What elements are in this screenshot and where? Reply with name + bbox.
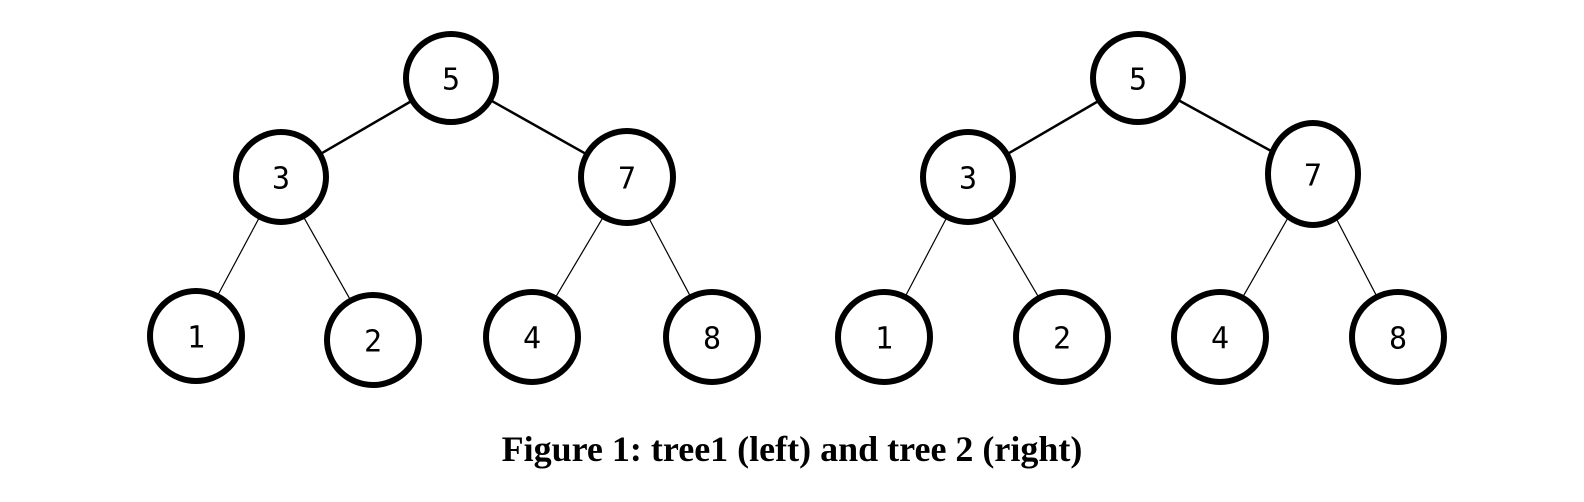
tree2-node-8: 8 xyxy=(1349,289,1447,385)
tree2-node-label: 1 xyxy=(875,322,893,357)
tree1-edge-n7-n4 xyxy=(554,216,605,299)
tree2-node-1: 1 xyxy=(835,289,933,385)
tree1-node-label: 7 xyxy=(618,162,636,197)
tree1-node-circle xyxy=(663,289,761,385)
tree1-node-1: 1 xyxy=(147,288,245,384)
tree1-node-circle xyxy=(324,292,422,388)
tree1-edge-n3-n1 xyxy=(216,216,261,297)
tree2-node-label: 8 xyxy=(1389,322,1407,357)
tree2-node-circle xyxy=(1090,31,1186,125)
tree1-edge-n5-n7 xyxy=(489,98,588,156)
tree1-edge-n7-n8 xyxy=(648,217,692,298)
tree1-node-circle xyxy=(578,128,676,226)
tree2-edge-n5-n3 xyxy=(1006,99,1100,156)
tree1-node-label: 5 xyxy=(442,63,460,98)
tree1-node-circle xyxy=(403,31,499,125)
tree1-node-7: 7 xyxy=(578,128,676,226)
tree1-edge-n5-n3 xyxy=(319,99,413,156)
tree1-node-4: 4 xyxy=(483,289,581,385)
tree1-node-3: 3 xyxy=(233,129,329,225)
tree1-node-2: 2 xyxy=(324,292,422,388)
tree1-edge-n3-n2 xyxy=(302,215,352,301)
tree1-node-5: 5 xyxy=(403,31,499,125)
tree2-node-label: 7 xyxy=(1304,159,1322,194)
tree2-node-circle xyxy=(1349,289,1447,385)
tree2-edge-n5-n7 xyxy=(1176,98,1274,153)
tree2-node-3: 3 xyxy=(920,129,1016,225)
tree1-node-label: 2 xyxy=(364,325,382,360)
tree1-node-label: 8 xyxy=(703,322,721,357)
tree2-group: 5 3 7 1 2 4 8 xyxy=(835,31,1447,385)
tree2-node-label: 5 xyxy=(1129,63,1147,98)
tree2-edge-n7-n8 xyxy=(1335,217,1378,298)
tree2-node-circle xyxy=(1013,289,1111,385)
tree2-edge-n3-n2 xyxy=(990,215,1040,299)
tree2-edge-n3-n1 xyxy=(904,216,948,298)
tree2-node-4: 4 xyxy=(1171,289,1269,385)
tree1-node-8: 8 xyxy=(663,289,761,385)
tree2-node-circle xyxy=(835,289,933,385)
tree1-node-label: 1 xyxy=(187,321,205,356)
tree1-node-label: 4 xyxy=(523,322,541,357)
tree1-node-circle xyxy=(483,289,581,385)
tree2-node-2: 2 xyxy=(1013,289,1111,385)
tree2-node-circle xyxy=(920,129,1016,225)
tree1-node-circle xyxy=(233,129,329,225)
tree2-node-circle xyxy=(1171,289,1269,385)
tree2-node-5: 5 xyxy=(1090,31,1186,125)
tree2-edge-n7-n4 xyxy=(1241,216,1290,299)
figure-caption: Figure 1: tree1 (left) and tree 2 (right… xyxy=(501,429,1083,469)
tree1-node-circle xyxy=(147,288,245,384)
tree1-group: 5 3 7 1 2 4 8 xyxy=(147,31,761,388)
tree1-node-label: 3 xyxy=(272,162,290,197)
tree2-node-label: 3 xyxy=(959,162,977,197)
tree2-node-circle xyxy=(1265,120,1361,228)
tree2-node-7: 7 xyxy=(1265,120,1361,228)
tree2-node-label: 4 xyxy=(1211,322,1229,357)
tree2-node-label: 2 xyxy=(1053,322,1071,357)
